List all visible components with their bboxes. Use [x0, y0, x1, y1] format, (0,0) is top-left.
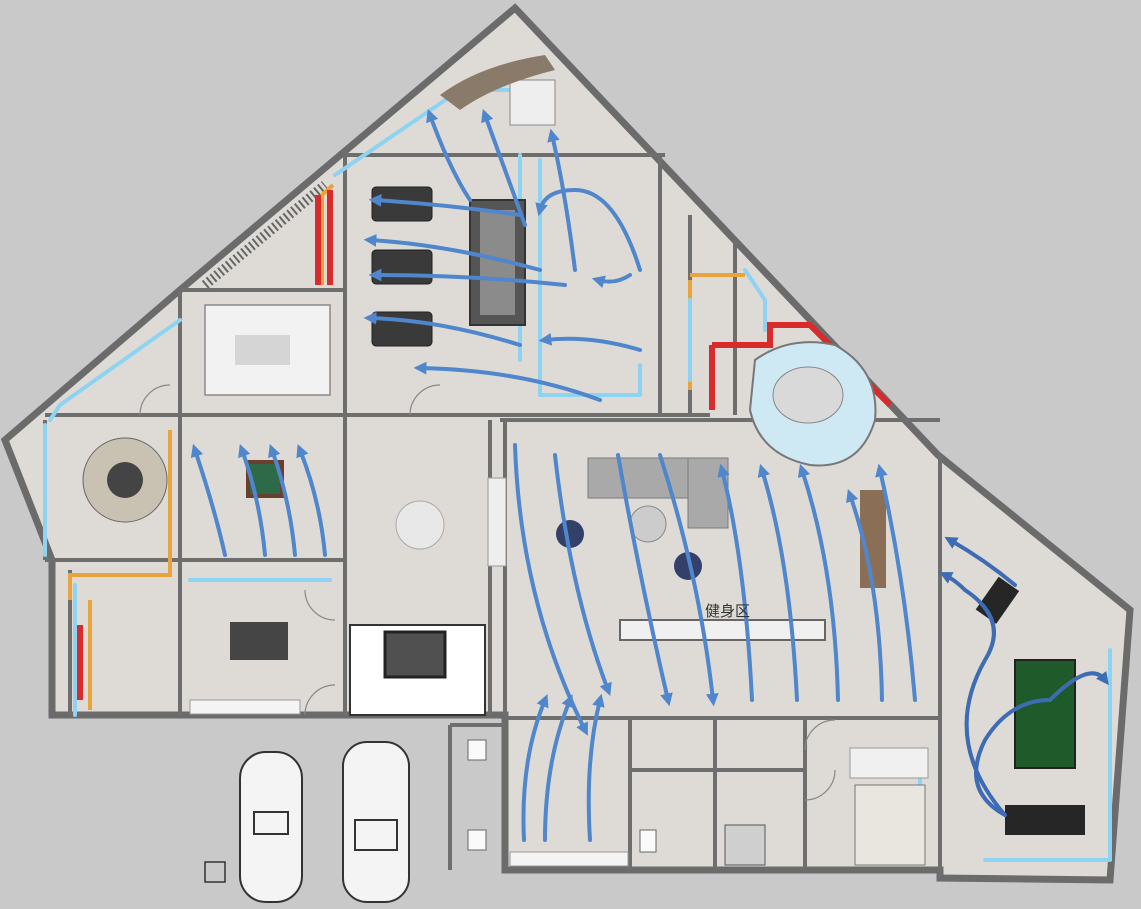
- zone-label: 健身区: [705, 603, 750, 620]
- tv-screen: [230, 622, 288, 660]
- armchair: [674, 552, 702, 580]
- shower-stall: [724, 824, 766, 866]
- gym-airflow-arrows: [939, 536, 1109, 817]
- tv-cabinet: [189, 699, 301, 715]
- long-counter: [619, 619, 826, 641]
- parking-post: [204, 861, 226, 883]
- curved-bench: [440, 55, 555, 110]
- staircase-icon: [349, 624, 486, 716]
- ping-pong-table-icon: [1014, 659, 1076, 769]
- column: [487, 477, 507, 567]
- toilet-icon: [467, 739, 487, 761]
- koi-pond: [748, 341, 877, 467]
- spa-bed: [371, 249, 433, 285]
- doors: [139, 384, 836, 801]
- toilet-icon: [639, 829, 657, 853]
- diagonal-staircase: [201, 181, 329, 289]
- car-icon: [239, 751, 303, 903]
- equipment-box: [509, 79, 556, 126]
- furniture: [82, 55, 1085, 867]
- toilet-icon: [467, 829, 487, 851]
- car-icon: [342, 741, 410, 903]
- bed-icon: [849, 747, 929, 866]
- coffee-table: [629, 505, 667, 543]
- airflow-arrows: [190, 108, 917, 842]
- sectional-sofa: [587, 457, 729, 529]
- armchair: [556, 520, 584, 548]
- round-table: [395, 500, 445, 550]
- sofa-icon: [82, 437, 168, 523]
- building-footprint: [0, 3, 1134, 884]
- shoe-cabinet: [509, 851, 629, 867]
